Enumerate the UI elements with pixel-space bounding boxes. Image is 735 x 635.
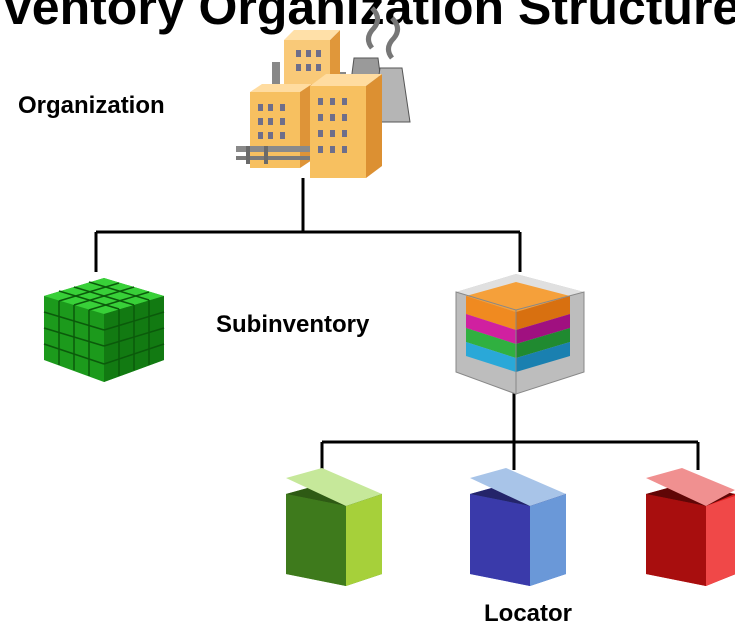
connector-lines — [94, 178, 700, 470]
page-title: ventory Organization Structure — [4, 0, 735, 35]
open-box-icon-blue — [470, 468, 566, 586]
green-cube-stack-icon — [43, 278, 165, 382]
locator-label: Locator — [484, 600, 573, 627]
factory-icon — [236, 6, 411, 178]
subinventory-label: Subinventory — [216, 311, 370, 338]
open-box-icon-red — [646, 468, 735, 586]
open-box-icon-green — [286, 468, 382, 586]
organization-label: Organization — [18, 92, 165, 119]
layered-cube-stack-icon — [455, 274, 585, 395]
